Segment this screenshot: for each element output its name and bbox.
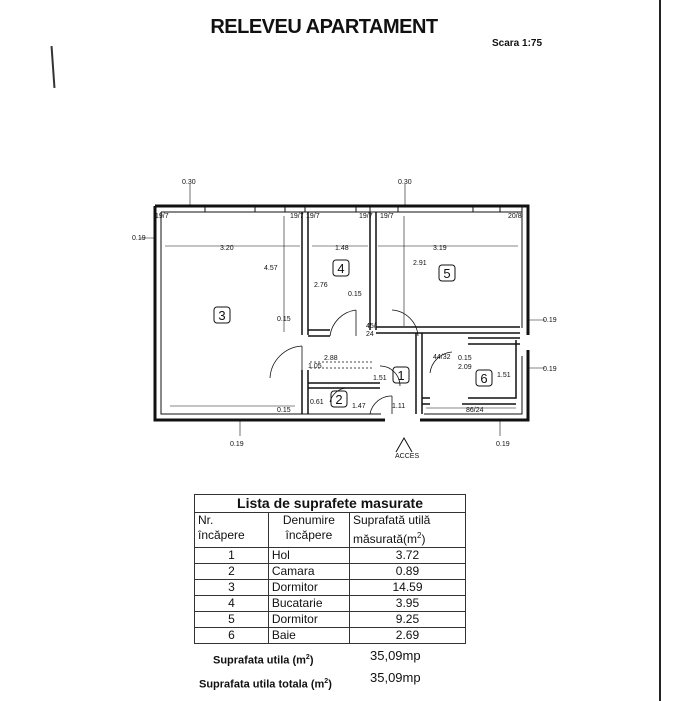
dim-label: 19/7 xyxy=(359,213,373,220)
dim-label: 0.15 xyxy=(348,291,362,298)
dim-label: 0.19 xyxy=(543,317,557,324)
dim-label: 3.20 xyxy=(220,245,234,252)
dim-label: 1.11 xyxy=(392,403,405,410)
areas-table: Lista de suprafete masurate Nr.încăpere … xyxy=(194,494,467,644)
room-number-3: 3 xyxy=(218,308,225,323)
interior-walls xyxy=(301,212,520,414)
row-area: 9.25 xyxy=(348,611,467,628)
dim-label: 0.19 xyxy=(543,366,557,373)
scale-label: Scara 1:75 xyxy=(492,38,543,49)
useful-area-label: Suprafata utila (m2) xyxy=(213,654,314,667)
dim-label: 0.30 xyxy=(398,179,412,186)
room-number-2: 2 xyxy=(335,392,342,407)
access-arrow xyxy=(395,436,413,453)
windows xyxy=(204,205,523,213)
page-edge-line xyxy=(659,0,661,701)
dim-label: 19/7 xyxy=(155,213,169,220)
dim-label: 2.09 xyxy=(458,364,472,371)
table-caption-row: Lista de suprafete masurate xyxy=(194,494,466,513)
row-name: Bucatarie xyxy=(267,595,350,612)
dim-label: 0.15 xyxy=(458,355,472,362)
dim-label: 1.51 xyxy=(373,375,387,382)
row-area: 14.59 xyxy=(348,579,467,596)
dim-label: 2.76 xyxy=(314,282,328,289)
dim-label: 19/7 xyxy=(290,213,304,220)
row-nr: 3 xyxy=(194,579,269,596)
useful-area-value: 35,09mp xyxy=(370,648,421,663)
row-name: Baie xyxy=(267,627,350,644)
row-nr: 4 xyxy=(194,595,269,612)
room-number-1: 1 xyxy=(397,368,404,383)
row-nr: 5 xyxy=(194,611,269,628)
dim-label: 19/7 xyxy=(306,213,320,220)
table-caption: Lista de suprafete masurate xyxy=(194,494,466,513)
dim-label: 44/32 xyxy=(433,354,451,361)
room-number-5: 5 xyxy=(443,266,450,281)
room-number-6: 6 xyxy=(480,371,487,386)
dim-label: 1.05 xyxy=(308,363,322,370)
floor-plan: 3 4 5 1 2 6 0.30 0.30 0.19 0.19 0.19 0.1… xyxy=(132,179,557,460)
room-number-4: 4 xyxy=(337,261,344,276)
dim-label: 86/24 xyxy=(466,407,484,414)
dim-label: 2.88 xyxy=(324,355,338,362)
dimension-lines xyxy=(140,184,545,436)
dim-label: 0.19 xyxy=(496,441,510,448)
access-label: ACCES xyxy=(395,453,419,460)
row-name: Dormitor xyxy=(267,579,350,596)
dim-label: 0.30 xyxy=(182,179,196,186)
row-area: 0.89 xyxy=(348,563,467,580)
row-area: 2.69 xyxy=(348,627,467,644)
dim-label: 20/8 xyxy=(508,213,522,220)
dim-label: 0.15 xyxy=(277,316,291,323)
dim-label: 0.15 xyxy=(277,407,291,414)
pen-mark xyxy=(50,45,56,89)
dim-label: 0.19 xyxy=(132,235,146,242)
dim-label: 2.91 xyxy=(413,260,427,267)
row-name: Camara xyxy=(267,563,350,580)
row-area: 3.95 xyxy=(348,595,467,612)
dim-label: 0.19 xyxy=(230,441,244,448)
dim-label: 4.57 xyxy=(264,265,278,272)
dim-label: 0.61 xyxy=(310,399,324,406)
row-nr: 1 xyxy=(194,547,269,564)
row-name: Dormitor xyxy=(267,611,350,628)
dim-label: 24 xyxy=(366,331,374,338)
dim-label: 45/ xyxy=(366,323,376,330)
page-title: RELEVEU APARTAMENT xyxy=(210,16,438,38)
dim-label: 19/7 xyxy=(380,213,394,220)
dim-label: 3.19 xyxy=(433,245,447,252)
room-badges xyxy=(213,259,493,408)
outer-wall xyxy=(153,204,530,422)
total-area-value: 35,09mp xyxy=(370,670,421,685)
row-nr: 6 xyxy=(194,627,269,644)
row-area: 3.72 xyxy=(348,547,467,564)
header-nr: Nr.încăpere xyxy=(194,512,269,548)
total-area-label: Suprafata utila totala (m2) xyxy=(199,678,332,691)
dim-label: 1.51 xyxy=(497,372,511,379)
dim-label: 1.47 xyxy=(352,403,366,410)
row-name: Hol xyxy=(267,547,350,564)
row-nr: 2 xyxy=(194,563,269,580)
dim-label: 1.48 xyxy=(335,245,349,252)
